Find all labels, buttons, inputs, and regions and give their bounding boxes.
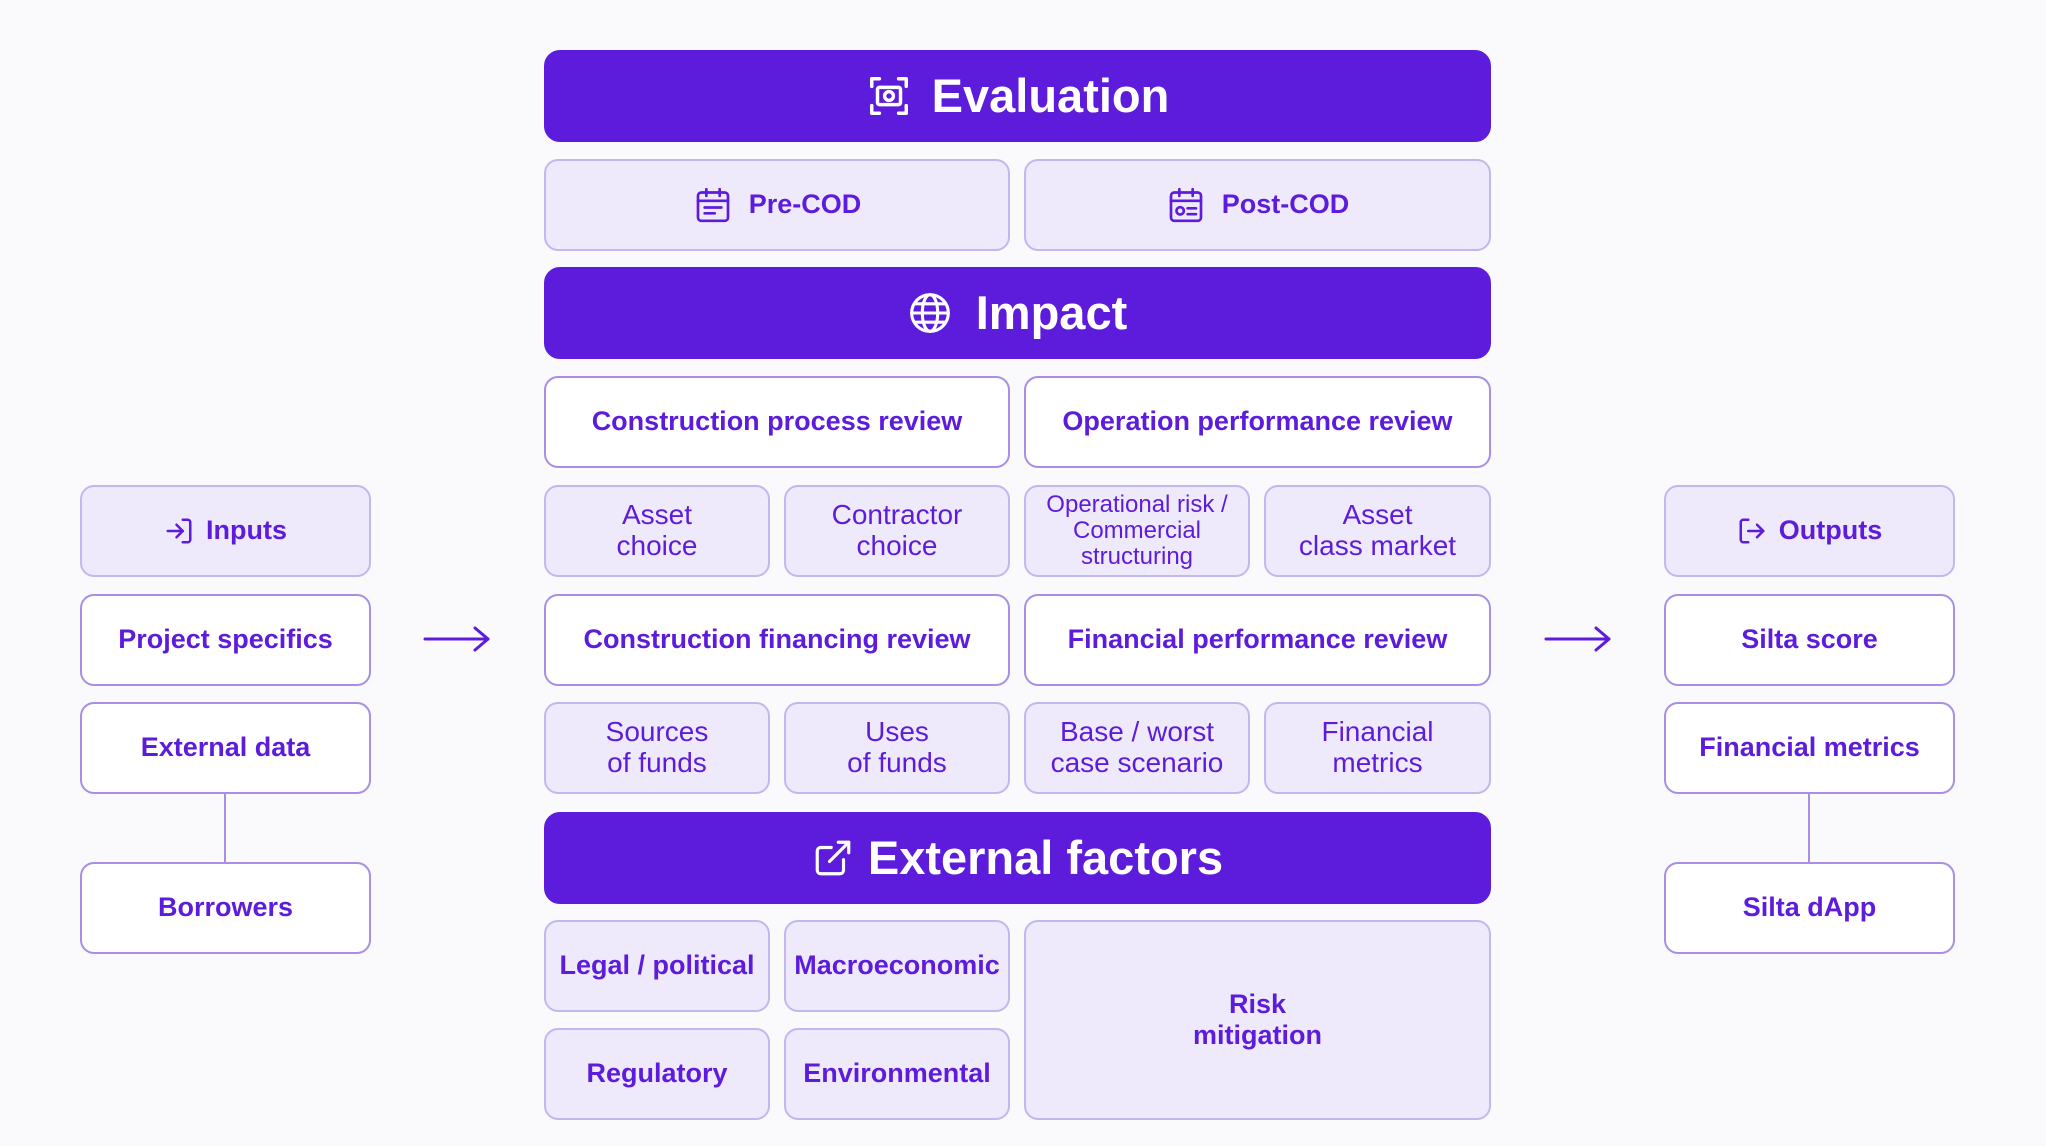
uses-of-funds: Uses of funds: [784, 702, 1010, 794]
evaluation-title: Evaluation: [931, 68, 1170, 122]
input-borrowers-label: Borrowers: [157, 892, 294, 923]
inputs-header-label: Inputs: [206, 515, 287, 546]
globe-icon: [909, 293, 950, 333]
contractor-choice-label: Contractor choice: [831, 499, 963, 561]
asset-choice: Asset choice: [544, 485, 770, 577]
risk-mitigation: Risk mitigation: [1024, 920, 1491, 1120]
input-external-data: External data: [80, 702, 371, 794]
legal-political: Legal / political: [544, 920, 770, 1012]
outputs-header: Outputs: [1664, 485, 1955, 577]
construction-financing-review: Construction financing review: [544, 594, 1010, 686]
output-financial-metrics-label: Financial metrics: [1699, 732, 1920, 763]
right-arrow-icon: [423, 626, 490, 652]
contractor-choice: Contractor choice: [784, 485, 1010, 577]
environmental: Environmental: [784, 1028, 1010, 1120]
operational-risk-commercial-structuring: Operational risk / Commercial structurin…: [1024, 485, 1250, 577]
base-worst-case-label: Base / worst case scenario: [1050, 716, 1224, 778]
financial-metrics-item-label: Financial metrics: [1321, 716, 1434, 778]
financial-performance-review: Financial performance review: [1024, 594, 1491, 686]
regulatory: Regulatory: [544, 1028, 770, 1120]
macroeconomic-label: Macroeconomic: [794, 950, 1000, 981]
base-worst-case-scenario: Base / worst case scenario: [1024, 702, 1250, 794]
operational-risk-label: Operational risk / Commercial structurin…: [1046, 491, 1228, 570]
operation-performance-review: Operation performance review: [1024, 376, 1491, 468]
construction-process-review: Construction process review: [544, 376, 1010, 468]
right-arrow-icon: [1544, 626, 1611, 652]
external-link-icon: [815, 840, 851, 876]
output-financial-metrics: Financial metrics: [1664, 702, 1955, 794]
input-borrowers: Borrowers: [80, 862, 371, 954]
input-external-data-label: External data: [140, 732, 311, 763]
macroeconomic: Macroeconomic: [784, 920, 1010, 1012]
input-project-specifics: Project specifics: [80, 594, 371, 686]
output-silta-score-label: Silta score: [1741, 624, 1878, 655]
asset-choice-label: Asset choice: [616, 499, 698, 561]
output-silta-dapp-label: Silta dApp: [1742, 892, 1877, 923]
asset-class-market-label: Asset class market: [1298, 499, 1457, 561]
sources-of-funds: Sources of funds: [544, 702, 770, 794]
inputs-header: Inputs: [80, 485, 371, 577]
sources-of-funds-label: Sources of funds: [605, 716, 709, 778]
external-factors-title: External factors: [867, 830, 1224, 884]
logout-arrow-icon: [1739, 518, 1765, 544]
inputs-connector-line: [224, 794, 226, 862]
impact-title: Impact: [975, 285, 1128, 339]
output-silta-dapp: Silta dApp: [1664, 862, 1955, 954]
legal-political-label: Legal / political: [559, 950, 755, 981]
risk-mitigation-label: Risk mitigation: [1193, 988, 1322, 1050]
construction-financing-review-label: Construction financing review: [583, 624, 971, 655]
calendar-check-icon: [1169, 187, 1203, 223]
financial-performance-review-label: Financial performance review: [1067, 624, 1448, 655]
post-cod-label: Post-COD: [1221, 189, 1350, 220]
outputs-header-label: Outputs: [1778, 515, 1883, 546]
asset-class-market: Asset class market: [1264, 485, 1491, 577]
financial-metrics-item: Financial metrics: [1264, 702, 1491, 794]
construction-process-review-label: Construction process review: [591, 406, 963, 437]
login-arrow-icon: [166, 518, 192, 544]
input-project-specifics-label: Project specifics: [118, 624, 333, 655]
calendar-icon: [696, 187, 730, 223]
focus-camera-icon: [869, 77, 908, 115]
evaluation-header: Evaluation: [544, 50, 1491, 142]
output-silta-score: Silta score: [1664, 594, 1955, 686]
regulatory-label: Regulatory: [586, 1058, 728, 1089]
phase-post-cod: Post-COD: [1024, 159, 1491, 251]
uses-of-funds-label: Uses of funds: [847, 716, 947, 778]
outputs-connector-line: [1808, 794, 1810, 862]
environmental-label: Environmental: [803, 1058, 991, 1089]
pre-cod-label: Pre-COD: [748, 189, 862, 220]
impact-header: Impact: [544, 267, 1491, 359]
phase-pre-cod: Pre-COD: [544, 159, 1010, 251]
operation-performance-review-label: Operation performance review: [1062, 406, 1453, 437]
external-factors-header: External factors: [544, 812, 1491, 904]
